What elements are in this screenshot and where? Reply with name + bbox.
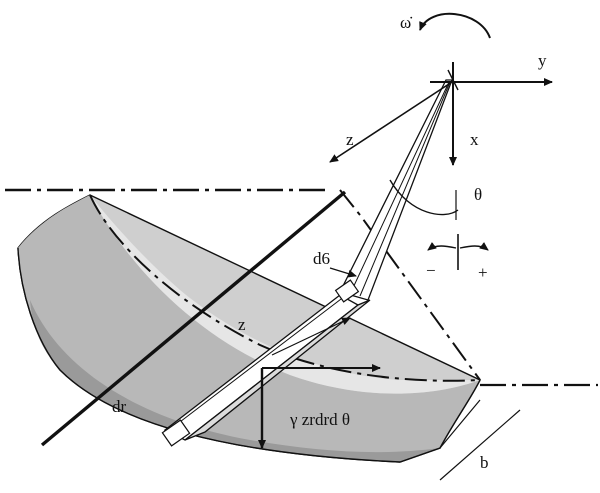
- b-dimension-line-upper: [439, 399, 481, 449]
- d6-arrow: [329, 267, 357, 278]
- b-dimension-line-lower: [439, 409, 521, 481]
- x-axis-label: x: [470, 130, 479, 149]
- d6-element-box: [334, 279, 360, 303]
- y-axis-label: y: [538, 51, 547, 70]
- d6-label: d6: [313, 249, 330, 268]
- force-label: γ zrdrd θ: [289, 410, 350, 429]
- omega-dot-label: ω̇: [400, 13, 412, 32]
- b-label: b: [480, 453, 489, 472]
- z-axis-arrow: [329, 81, 453, 163]
- minus-sign-label: −: [426, 261, 436, 280]
- arm-inner-line-2: [359, 81, 451, 297]
- sign-arc-left: [427, 242, 457, 251]
- thick-diagonal-line: [40, 190, 347, 447]
- plus-sign-label: +: [478, 263, 488, 282]
- origin-tick: [447, 69, 459, 91]
- z-member-label: z: [238, 315, 246, 334]
- inner-boundary-arc: [89, 194, 481, 382]
- z-axis-label-upper: z: [346, 130, 354, 149]
- strip-element-lower-side: [184, 299, 371, 441]
- strip-inner-line: [171, 295, 346, 429]
- diagonal-dashdot-line: [339, 189, 481, 381]
- theta-arc: [389, 179, 459, 216]
- sign-arc-right: [459, 242, 489, 251]
- angular-acceleration-arc: [419, 12, 491, 39]
- shell-inner-surface: [18, 195, 480, 462]
- theta-label: θ: [474, 185, 482, 204]
- dr-element-box: [161, 419, 191, 447]
- element-arrow: [271, 317, 351, 356]
- arm-inner-line-1: [351, 81, 450, 291]
- dr-label: dr: [112, 397, 127, 416]
